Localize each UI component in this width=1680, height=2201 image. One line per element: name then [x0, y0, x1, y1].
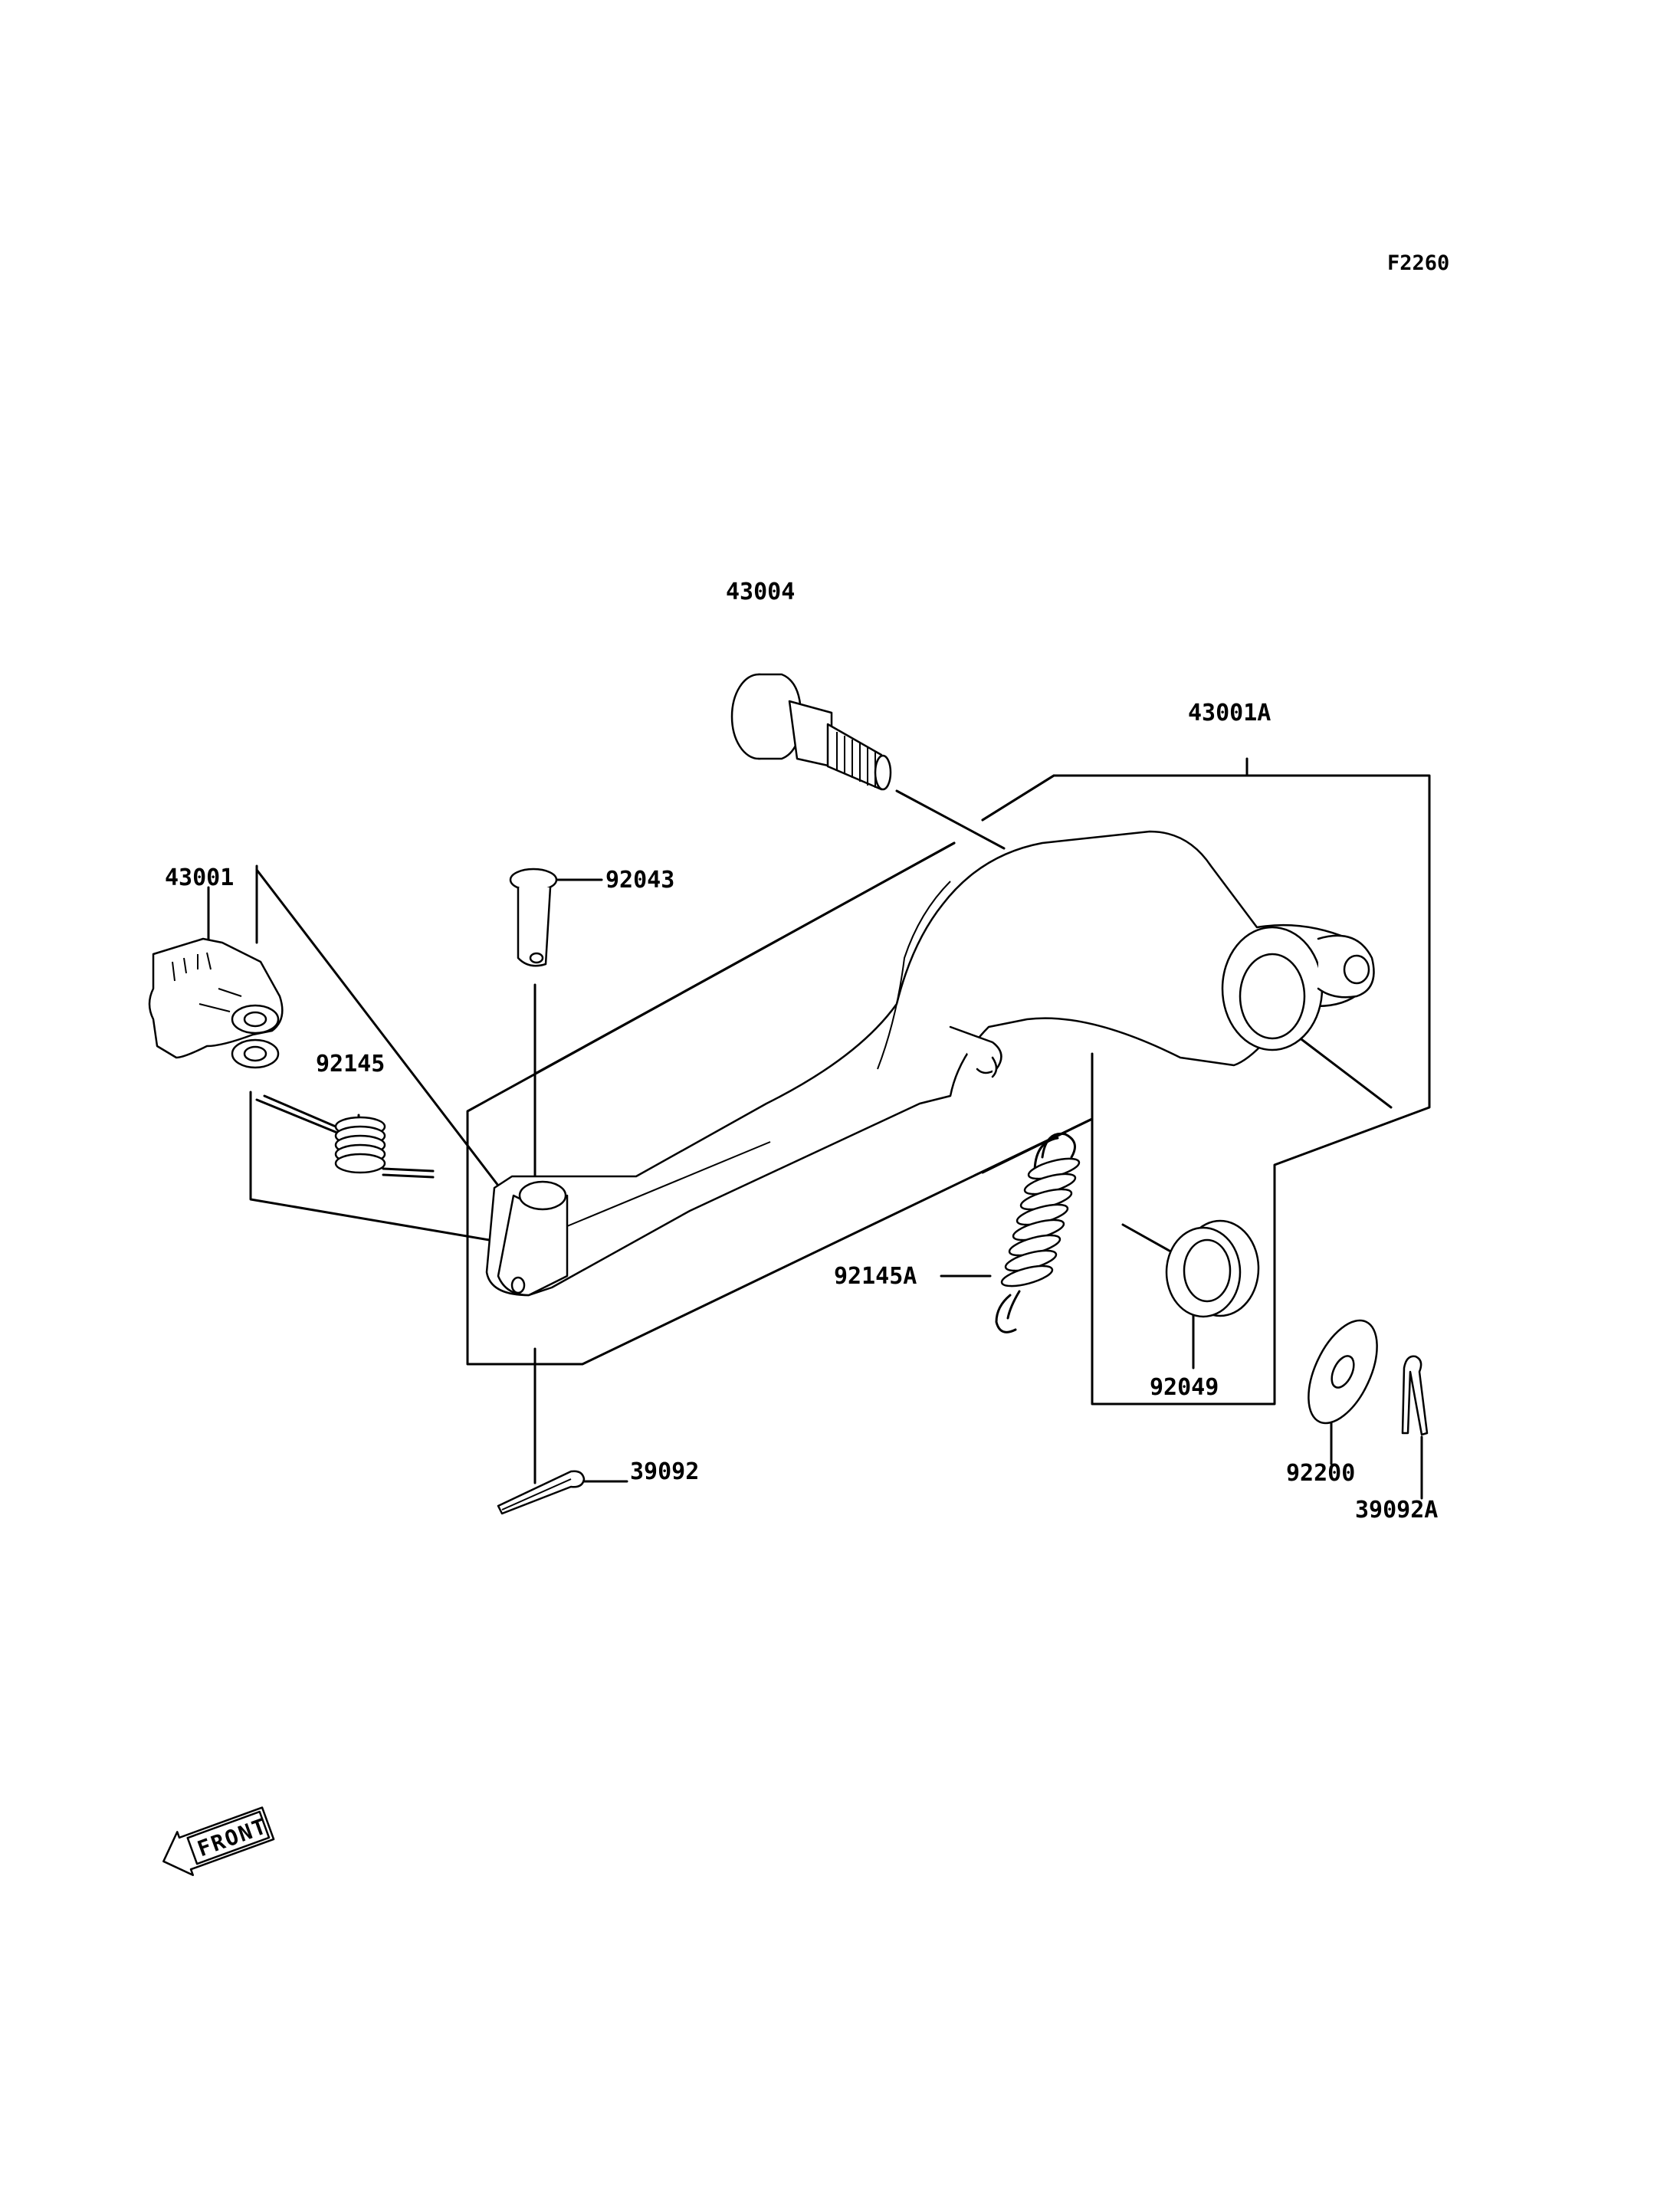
pivot-bolt-43004	[730, 673, 892, 791]
leader-lines	[207, 757, 1431, 1500]
torsion-spring-92145	[255, 1094, 435, 1179]
oil-seal-92049	[1165, 1219, 1260, 1318]
part-labels: 43004 43001A 43001 92043 92145 92145A 92…	[165, 579, 1438, 1524]
part-label-43004: 43004	[726, 579, 795, 605]
part-label-92200: 92200	[1286, 1460, 1355, 1487]
cotter-pin-39092A	[1401, 1355, 1429, 1436]
figure-code: F2260	[1387, 251, 1449, 275]
part-label-43001: 43001	[165, 864, 234, 891]
part-label-92145: 92145	[316, 1051, 385, 1078]
part-label-92145A: 92145A	[834, 1263, 917, 1290]
part-label-39092A: 39092A	[1355, 1497, 1438, 1524]
part-label-43001A: 43001A	[1188, 700, 1271, 727]
front-arrow-badge: FRONT	[162, 1806, 275, 1876]
brake-pedal-43001A	[485, 830, 1375, 1297]
cotter-pin-39092	[497, 1470, 586, 1515]
clevis-pin-92043	[509, 868, 558, 967]
extension-spring-92145A	[995, 1132, 1081, 1333]
part-label-92049: 92049	[1150, 1374, 1219, 1401]
clevis-43001	[148, 937, 284, 1069]
part-label-92043: 92043	[605, 867, 674, 894]
part-label-39092: 39092	[630, 1458, 699, 1485]
washer-92200	[1308, 1319, 1378, 1425]
